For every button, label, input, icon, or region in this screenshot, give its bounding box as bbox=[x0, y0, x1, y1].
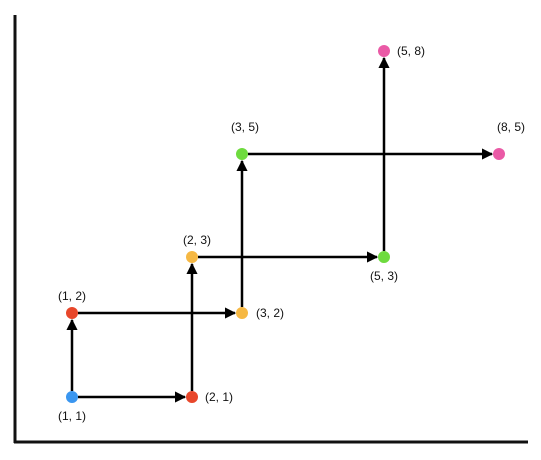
node-2-3 bbox=[186, 251, 198, 263]
node-2-1 bbox=[186, 391, 198, 403]
node-label-2-1: (2, 1) bbox=[205, 390, 233, 404]
node-1-1 bbox=[66, 391, 78, 403]
node-label-5-3: (5, 3) bbox=[370, 269, 398, 283]
node-label-1-1: (1, 1) bbox=[58, 409, 86, 423]
node-8-5 bbox=[493, 148, 505, 160]
label-layer: (1, 1) (2, 1) (1, 2) (3, 2) (2, 3) (5, 3) (3, … bbox=[58, 44, 525, 423]
node-1-2 bbox=[66, 307, 78, 319]
node-5-3 bbox=[378, 251, 390, 263]
edge-layer bbox=[66, 56, 494, 403]
node-label-3-2: (3, 2) bbox=[256, 306, 284, 320]
node-label-1-2: (1, 2) bbox=[58, 289, 86, 303]
node-label-2-3: (2, 3) bbox=[183, 233, 211, 247]
axes bbox=[13, 15, 528, 444]
node-layer bbox=[66, 45, 505, 403]
node-5-8 bbox=[378, 45, 390, 57]
node-label-5-8: (5, 8) bbox=[397, 44, 425, 58]
node-3-5 bbox=[236, 148, 248, 160]
node-label-8-5: (8, 5) bbox=[497, 120, 525, 134]
node-label-3-5: (3, 5) bbox=[231, 120, 259, 134]
node-3-2 bbox=[236, 307, 248, 319]
